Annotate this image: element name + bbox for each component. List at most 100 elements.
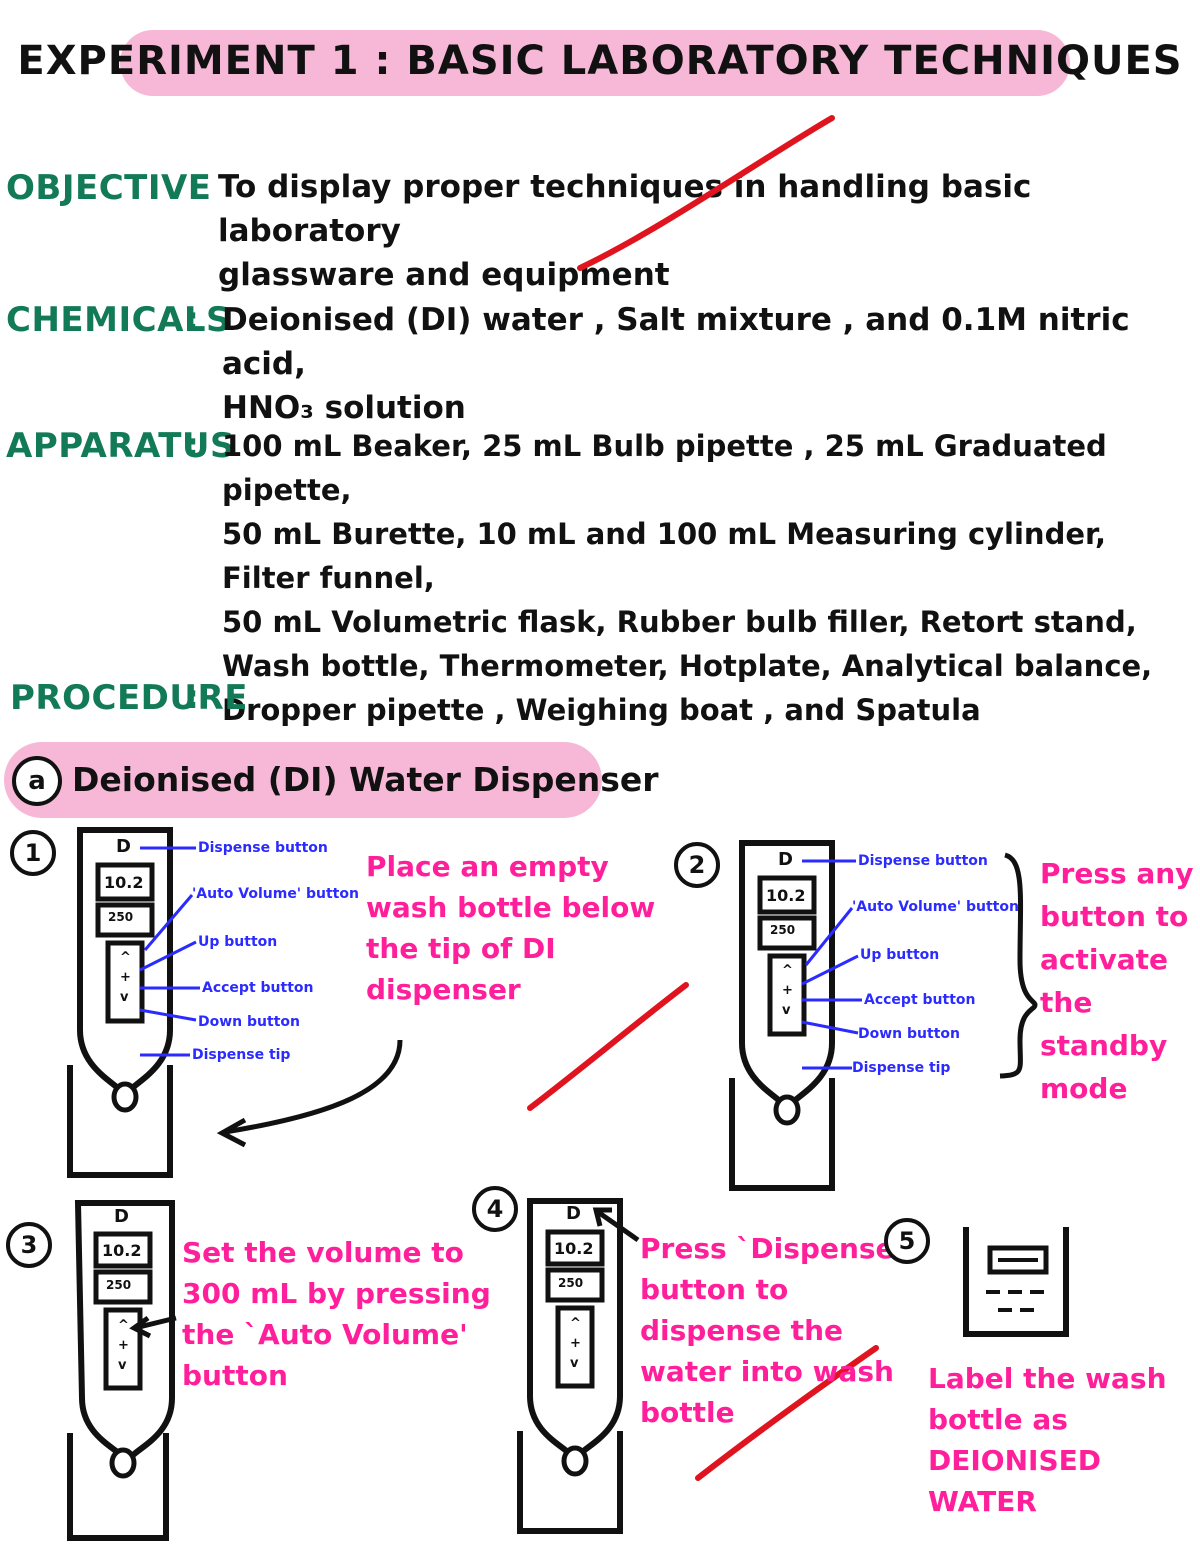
step-3-note-line: button [182,1359,288,1392]
apparatus-label: APPARATUS [6,426,235,466]
step-3-number: 3 [6,1222,52,1268]
step-3-note-line: 300 mL by pressing [182,1277,491,1310]
apparatus-line-2: 50 mL Burette, 10 mL and 100 mL Measurin… [222,517,1107,595]
chemicals-label: CHEMICALS [6,300,232,340]
apparatus-line-5: Dropper pipette , Weighing boat , and Sp… [222,693,981,727]
step-5-number: 5 [884,1218,930,1264]
title-highlight [120,30,1070,96]
step-2-label-tip: Dispense tip [852,1060,951,1076]
step-2-number: 2 [674,842,720,888]
step-4-up-symbol: ^ [570,1316,581,1331]
step-1-number: 1 [10,830,56,876]
objective-label: OBJECTIVE [6,168,212,208]
step-1-note: Place an empty wash bottle below the tip… [366,846,655,1010]
procedure-colon: : [186,678,199,716]
step-1-label-up: Up button [198,934,278,950]
step-1-up-symbol: ^ [120,950,131,965]
step-3-note-line: the `Auto Volume' [182,1318,468,1351]
page-title: EXPERIMENT 1 : BASIC LABORATORY TECHNIQU… [17,38,1183,84]
objective-colon: : [188,168,201,206]
step-4-note: Press `Dispense' button to dispense the … [640,1228,903,1433]
step-2-note: Press any button to activate the standby… [1040,852,1200,1110]
procedure-label: PROCEDURE [10,678,248,718]
step-4-note-line: Press `Dispense' [640,1232,904,1265]
step-2-preset: 250 [770,923,796,937]
step-5-note: Label the wash bottle as DEIONISED WATER [928,1358,1167,1522]
apparatus-colon: : [186,426,199,464]
step-2-label-down: Down button [858,1026,960,1042]
step-5-note-line: DEIONISED [928,1444,1101,1477]
chemicals-line-1: Deionised (DI) water , Salt mixture , an… [222,302,1130,382]
step-3-down-symbol: v [118,1358,127,1373]
step-5-note-line: bottle as [928,1403,1068,1436]
step-2-note-line: the standby [1040,986,1168,1062]
objective-line-1: To display proper techniques in handling… [218,169,1032,249]
step-3-note-line: Set the volume to [182,1236,464,1269]
step-2-note-line: button to [1040,900,1189,933]
chemicals-text: Deionised (DI) water , Salt mixture , an… [222,298,1182,430]
step-2-note-line: Press any [1040,857,1194,890]
step-2-label-dispense-button: Dispense button [858,853,988,869]
dispenser-4 [517,1198,623,1534]
chemicals-line-2: HNO₃ solution [222,390,466,426]
apparatus-line-3: 50 mL Volumetric flask, Rubber bulb fill… [222,605,1137,639]
step-2-dispense-symbol: D [778,849,793,870]
step-5-note-line: WATER [928,1485,1037,1518]
step-4-note-line: button to [640,1273,789,1306]
step-2-display: 10.2 [766,886,806,905]
step-4-number: 4 [472,1186,518,1232]
step-5-note-line: Label the wash [928,1362,1167,1395]
step-3-preset: 250 [106,1278,132,1292]
step-2-accept-symbol: + [782,983,793,998]
step-3-dispense-symbol: D [114,1206,129,1227]
objective-text: To display proper techniques in handling… [218,165,1178,297]
section-a-title: Deionised (DI) Water Dispenser [72,760,659,799]
step-4-preset: 250 [558,1276,584,1290]
step-4-dispense-symbol: D [566,1203,581,1224]
section-a-marker: a [12,756,62,806]
step-1-note-line: the tip of DI [366,932,556,965]
step-2-label-up: Up button [860,947,940,963]
step-1-dispense-symbol: D [116,836,131,857]
step-4-note-line: bottle [640,1396,735,1429]
step-2-note-line: mode [1040,1072,1128,1105]
step-4-note-line: water into wash [640,1355,894,1388]
step-1-label-down: Down button [198,1014,300,1030]
step-1-label-tip: Dispense tip [192,1047,291,1063]
step-3-note: Set the volume to 300 mL by pressing the… [182,1232,491,1396]
step-3-display: 10.2 [102,1241,142,1260]
step-2-label-auto-volume: 'Auto Volume' button [852,899,1019,915]
section-a-highlight [4,742,602,818]
step-2-label-accept: Accept button [864,992,976,1008]
dispenser-2 [729,840,835,1191]
step-1-label-dispense-button: Dispense button [198,840,328,856]
step-1-accept-symbol: + [120,970,131,985]
step-3-up-symbol: ^ [118,1318,129,1333]
apparatus-line-4: Wash bottle, Thermometer, Hotplate, Anal… [222,649,1153,683]
step-4-down-symbol: v [570,1356,579,1371]
chemicals-colon: : [186,300,199,338]
step-1-note-line: dispenser [366,973,521,1006]
step-1-note-line: wash bottle below [366,891,656,924]
step-1-display: 10.2 [104,873,144,892]
apparatus-text: 100 mL Beaker, 25 mL Bulb pipette , 25 m… [222,424,1197,732]
step-1-label-auto-volume: 'Auto Volume' button [192,886,359,902]
step-2-down-symbol: v [782,1003,791,1018]
labeled-wash-bottle-icon [963,1227,1069,1337]
apparatus-line-1: 100 mL Beaker, 25 mL Bulb pipette , 25 m… [222,429,1107,507]
dispenser-3 [67,1200,175,1541]
step-1-note-line: Place an empty [366,850,609,883]
step-3-accept-symbol: + [118,1338,129,1353]
step-2-note-line: activate [1040,943,1168,976]
step-1-label-accept: Accept button [202,980,314,996]
step-1-down-symbol: v [120,990,129,1005]
step-2-up-symbol: ^ [782,963,793,978]
dispenser-1 [67,827,173,1178]
step-4-note-line: dispense the [640,1314,843,1347]
step-4-display: 10.2 [554,1239,594,1258]
